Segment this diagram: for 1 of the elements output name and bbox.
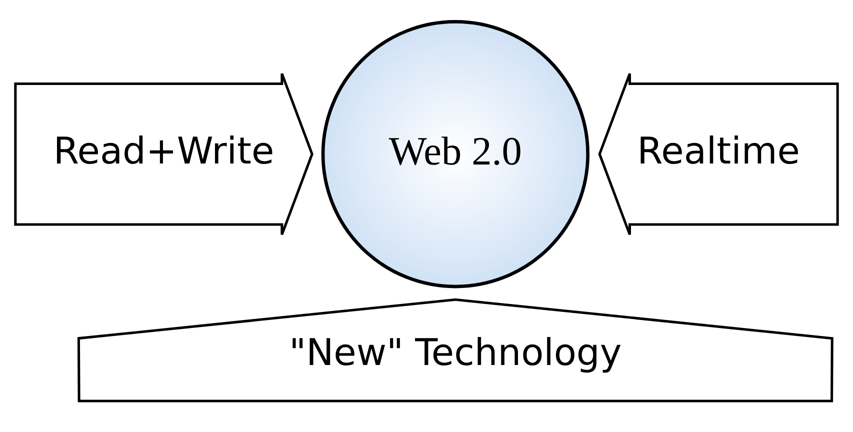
node-circle: Web 2.0 xyxy=(321,20,590,288)
